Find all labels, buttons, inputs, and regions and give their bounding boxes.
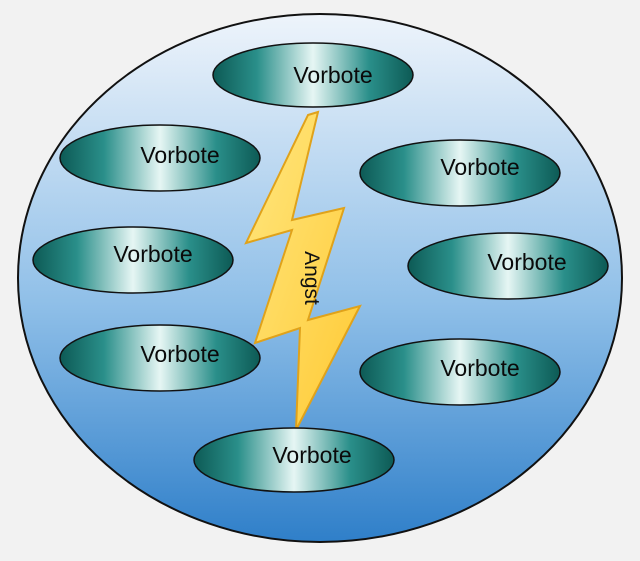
node-mid-left: Vorbote	[32, 226, 234, 294]
node-lower-left-shape	[59, 324, 261, 392]
node-lower-right: Vorbote	[359, 338, 561, 406]
lightning-bolt-icon	[244, 110, 362, 431]
node-top-label: Vorbote	[293, 62, 372, 88]
node-bottom-label: Vorbote	[272, 442, 351, 468]
node-upper-right: Vorbote	[359, 139, 561, 207]
node-lower-right-shape	[359, 338, 561, 406]
node-upper-left-shape	[59, 124, 261, 192]
node-mid-right: Vorbote	[407, 232, 609, 300]
node-lower-right-label: Vorbote	[440, 355, 519, 381]
node-bottom-shape	[193, 427, 395, 493]
node-lower-left: Vorbote	[59, 324, 261, 392]
node-mid-left-label: Vorbote	[113, 241, 192, 267]
node-upper-right-label: Vorbote	[440, 154, 519, 180]
center-label: Angst	[300, 251, 323, 305]
node-mid-left-shape	[32, 226, 234, 294]
node-lower-left-label: Vorbote	[140, 341, 219, 367]
node-mid-right-shape	[407, 232, 609, 300]
node-upper-left: Vorbote	[59, 124, 261, 192]
node-upper-right-shape	[359, 139, 561, 207]
node-bottom: Vorbote	[193, 427, 395, 493]
node-upper-left-label: Vorbote	[140, 142, 219, 168]
nodes-layer: Vorbote Vorbote Vorbote Vorbote Vorbote …	[32, 42, 609, 493]
node-top: Vorbote	[212, 42, 414, 108]
node-mid-right-label: Vorbote	[487, 249, 566, 275]
node-top-shape	[212, 42, 414, 108]
